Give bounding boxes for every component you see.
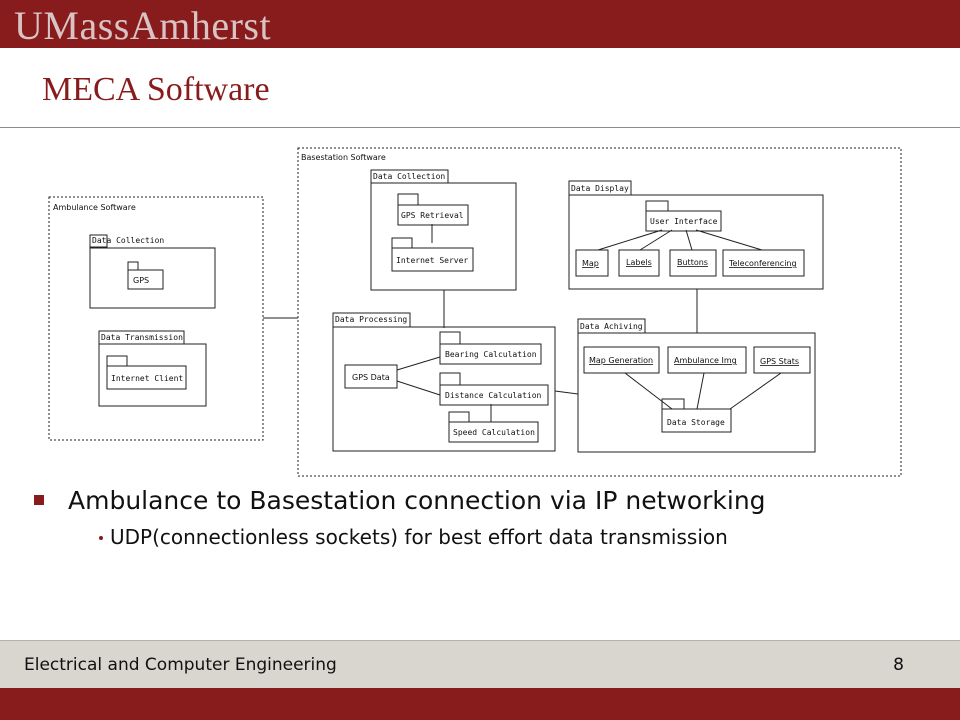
- buttons-component: Buttons: [677, 258, 708, 267]
- bearing-calculation-component: Bearing Calculation: [445, 350, 537, 359]
- data-processing-label: Data Processing: [335, 315, 407, 324]
- data-transmission-label: Data Transmission: [101, 333, 183, 342]
- bullet-list: Ambulance to Basestation connection via …: [34, 483, 934, 551]
- gps-component: GPS: [133, 276, 149, 285]
- bottom-bar: [0, 688, 960, 720]
- basestation-software-label: Basestation Software: [301, 153, 386, 162]
- ambulance-img-component: Ambulance Img: [674, 356, 737, 365]
- teleconferencing-component: Teleconferencing: [728, 259, 797, 268]
- map-generation-component: Map Generation: [589, 356, 653, 365]
- data-archiving-label: Data Achiving: [580, 322, 643, 331]
- slide-title: MECA Software: [42, 71, 270, 108]
- data-display-label: Data Display: [571, 184, 629, 193]
- square-bullet-icon: [34, 495, 44, 505]
- umass-logo: UMassAmherst: [14, 3, 272, 48]
- labels-component: Labels: [626, 258, 652, 267]
- gps-stats-component: GPS Stats: [760, 357, 799, 366]
- sub-bullet-text: UDP(connectionless sockets) for best eff…: [110, 525, 728, 549]
- bullet-item-level2: UDP(connectionless sockets) for best eff…: [99, 523, 934, 551]
- speed-calculation-component: Speed Calculation: [453, 428, 535, 437]
- page-number: 8: [893, 655, 904, 675]
- software-architecture-diagram: Ambulance Software Data Collection GPS D…: [48, 147, 902, 477]
- user-interface-component: User Interface: [650, 217, 718, 226]
- amb-data-collection-label: Data Collection: [92, 236, 164, 245]
- internet-client-component: Internet Client: [111, 374, 183, 383]
- gps-data-component: GPS Data: [352, 373, 390, 382]
- bullet-text: Ambulance to Basestation connection via …: [68, 486, 766, 515]
- ambulance-software-label: Ambulance Software: [53, 203, 136, 212]
- data-storage-component: Data Storage: [667, 418, 725, 427]
- department-name: Electrical and Computer Engineering: [24, 655, 337, 675]
- internet-server-component: Internet Server: [396, 256, 468, 265]
- map-component: Map: [582, 259, 599, 268]
- bullet-item-level1: Ambulance to Basestation connection via …: [34, 483, 934, 519]
- base-data-collection-label: Data Collection: [373, 172, 445, 181]
- header-bar: UMassAmherst: [0, 0, 960, 48]
- footer-bar: Electrical and Computer Engineering 8: [0, 640, 960, 689]
- dot-bullet-icon: [99, 536, 103, 540]
- gps-retrieval-component: GPS Retrieval: [401, 211, 464, 220]
- title-divider: [0, 127, 960, 128]
- distance-calculation-component: Distance Calculation: [445, 391, 542, 400]
